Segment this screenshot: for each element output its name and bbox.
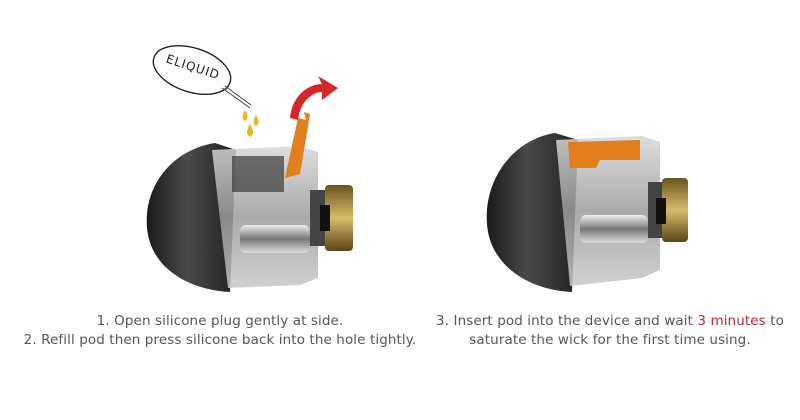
pod-illustration-closed <box>486 133 688 292</box>
step-3-text: 3. Insert pod into the device and wait 3… <box>436 313 784 329</box>
step-1-text: 1. Open silicone plug gently at side. <box>96 313 344 329</box>
step-2-text: 2. Refill pod then press silicone back i… <box>23 332 417 348</box>
pod-illustration-open <box>146 44 353 292</box>
eliquid-speech-bubble <box>152 44 232 96</box>
step-right-caption: 3. Insert pod into the device and wait 3… <box>420 312 800 350</box>
step-3-text-cont: saturate the wick for the first time usi… <box>469 332 751 348</box>
highlight-duration: 3 minutes <box>697 313 766 329</box>
step-left-caption: 1. Open silicone plug gently at side. 2.… <box>20 312 420 350</box>
